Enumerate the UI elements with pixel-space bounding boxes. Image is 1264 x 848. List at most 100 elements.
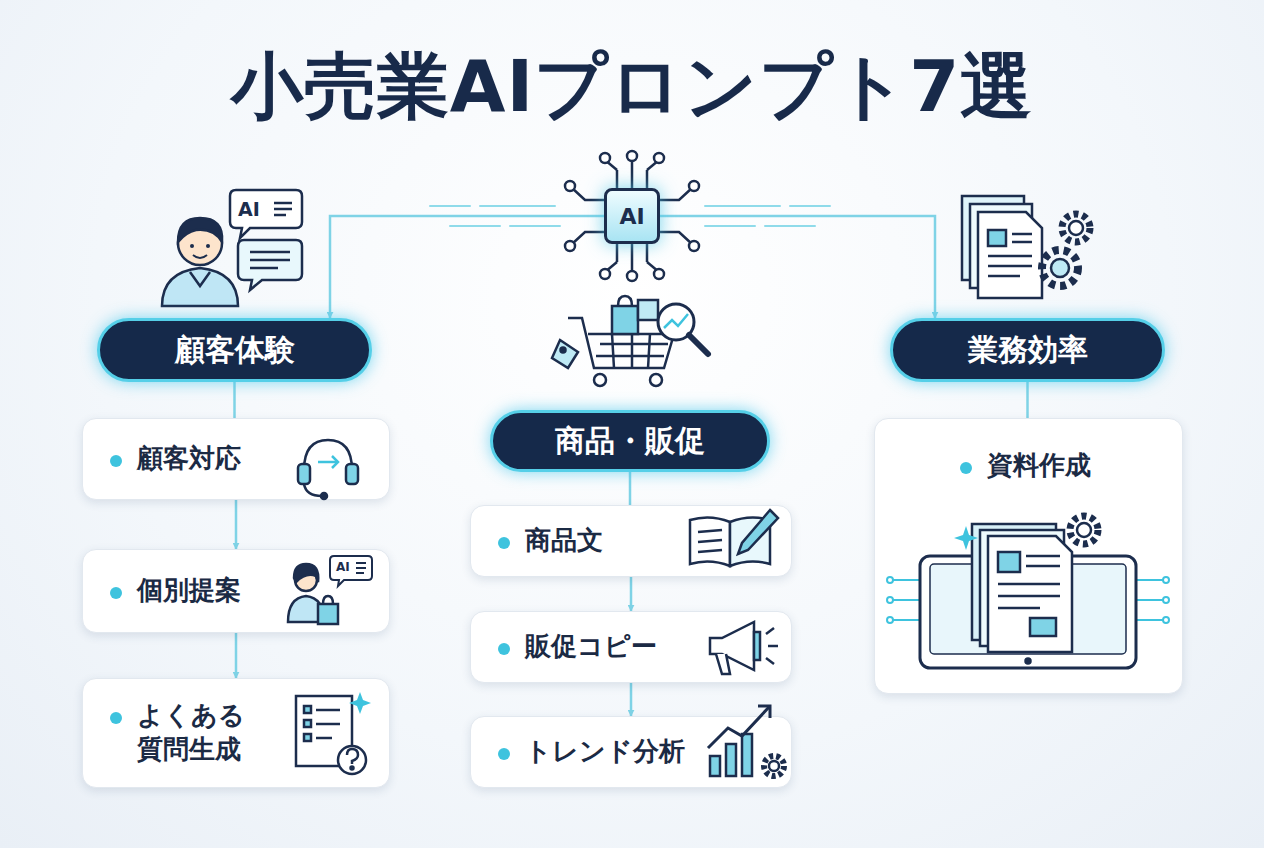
person-icon-part: [193, 255, 207, 258]
headset-icon: [298, 440, 358, 499]
chat-bubbles-part: [274, 214, 286, 217]
document-tablet-illustration-part-part: [887, 577, 893, 583]
chip-circuit-part: [616, 244, 619, 262]
headset-icon-part: [304, 484, 322, 496]
faq-icon-part: [316, 709, 340, 712]
cart-icon-part: [552, 340, 578, 368]
cart-icon-part: [650, 374, 662, 386]
shopper-icon-part: [288, 596, 324, 622]
chat-bubbles-part: [274, 208, 292, 211]
speed-lines-part: [790, 205, 830, 207]
document-tablet-illustration-part: [887, 577, 1169, 623]
chip-circuit-part-part: [654, 153, 664, 163]
document-tablet-illustration-part-part: [892, 619, 920, 621]
shopper-icon: [288, 556, 372, 624]
chip-circuit-part-part: [627, 151, 637, 161]
chat-bubbles-part: [230, 190, 302, 238]
chip-circuit-part-part: [689, 181, 699, 191]
connector: [235, 633, 238, 678]
document-tablet-illustration-part: [998, 583, 1060, 586]
documents-icon-part: [978, 212, 1042, 298]
book-pen-icon-part: [738, 510, 778, 554]
chip-circuit-part-part: [565, 241, 575, 251]
shopper-icon-part: [295, 569, 317, 591]
documents-icon-part: [1012, 233, 1032, 236]
speed-lines-part: [430, 205, 470, 207]
book-pen-icon-part: [698, 550, 722, 552]
cart-icon-part: [638, 300, 658, 320]
faq-icon-part: [304, 734, 311, 741]
person-icon: [162, 218, 238, 306]
shopper-icon-part: [356, 572, 364, 574]
connector: [1026, 382, 1029, 418]
document-tablet-illustration-part-part: [1136, 579, 1164, 581]
person-icon-part: [162, 268, 238, 306]
icon-label: AI: [238, 200, 260, 219]
headset-icon-part: [332, 456, 338, 468]
chip-circuit-part-part: [600, 269, 610, 279]
document-tablet-illustration-part: [972, 524, 1056, 640]
faq-icon-part: [316, 723, 340, 726]
chip-circuit-part: [631, 160, 634, 188]
megaphone-icon-part: [754, 632, 760, 660]
document-tablet-illustration-part-part: [1136, 599, 1164, 601]
node-text: 顧客体験: [175, 330, 295, 371]
node-text: 個別提案: [137, 574, 241, 608]
prompt-card: トレンド分析: [470, 716, 792, 788]
megaphone-icon: [710, 622, 778, 674]
document-tablet-illustration-part-part: [1163, 617, 1169, 623]
person-icon-part: [190, 244, 194, 248]
shopper-icon-part: [294, 564, 318, 582]
chip-circuit-part: [572, 232, 604, 244]
chip-circuit-part: [660, 188, 692, 200]
documents-icon-part: [1042, 250, 1078, 286]
headset-icon-part: [321, 493, 327, 499]
category-pill: 業務効率: [890, 318, 1165, 382]
chat-bubbles-part: [274, 202, 292, 205]
megaphone-icon-part: [768, 645, 778, 648]
prompt-card: 商品文: [470, 505, 792, 577]
trend-chart-icon-part: [708, 706, 770, 748]
cart-icon-part: [596, 355, 664, 358]
chip-circuit-part-part: [689, 241, 699, 251]
book-pen-icon-part: [698, 540, 722, 542]
document-tablet-illustration-part: [988, 536, 1072, 652]
shopper-icon-part: [323, 596, 333, 604]
node-text: 販促コピー: [525, 630, 657, 664]
documents-icon-part: [1069, 221, 1083, 235]
connector: [630, 683, 633, 716]
documents-icon-part: [988, 265, 1032, 268]
speed-lines-part: [450, 225, 500, 227]
document-tablet-illustration-part: [1070, 516, 1098, 544]
chip-circuit-part-part: [627, 271, 637, 281]
cart-icon-part: [612, 334, 614, 368]
prompt-card: 顧客対応: [82, 418, 390, 500]
speed-lines-part: [705, 205, 780, 207]
trend-chart-icon: [708, 706, 784, 776]
document-tablet-illustration-part-part: [887, 617, 893, 623]
trend-chart-icon-part: [758, 706, 770, 718]
documents-icon-part: [988, 230, 1006, 246]
node-text: よくある 質問生成: [137, 699, 255, 767]
document-tablet-illustration-part: [1026, 555, 1060, 558]
faq-icon-part: [351, 767, 354, 770]
connector: [629, 472, 632, 505]
node-text: 商品・販促: [555, 421, 705, 462]
trend-chart-icon-part: [726, 744, 736, 776]
diagram-title: 小売業AIプロンプト7選: [0, 50, 1264, 122]
book-pen-icon-part: [730, 517, 770, 566]
cart-icon-part: [612, 306, 638, 334]
cart-icon-part: [594, 374, 606, 386]
cart-icon-part: [648, 334, 650, 368]
cart-icon: [552, 296, 708, 386]
chip-circuit-part-part: [565, 181, 575, 191]
faq-icon-part: [316, 737, 332, 740]
faq-icon-part: [338, 746, 366, 774]
prompt-card: 資料作成: [874, 418, 1183, 694]
chip-circuit-part: [631, 244, 634, 272]
node-text: AI: [619, 204, 644, 229]
documents-icon-part: [1012, 241, 1032, 244]
chip-circuit-part: [646, 244, 649, 262]
chat-bubbles-part: [250, 259, 290, 262]
